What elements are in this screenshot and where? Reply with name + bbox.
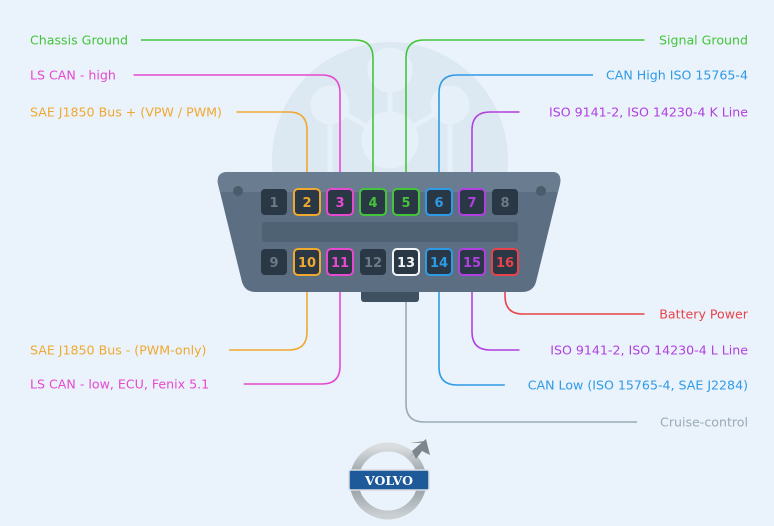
- pin-label-14: CAN Low (ISO 15765-4, SAE J2284): [528, 378, 748, 393]
- pin-number: 6: [434, 196, 443, 211]
- wire-pin-15: [471, 275, 520, 351]
- wire-pin-13: [405, 275, 638, 423]
- pin-number: 7: [467, 196, 476, 211]
- pin-label-5: Signal Ground: [659, 33, 748, 48]
- pin-15: 15: [458, 248, 486, 276]
- wire-pin-2: [236, 111, 308, 189]
- pin-1: 1: [261, 189, 287, 215]
- mount-hole: [233, 186, 243, 196]
- pin-number: 13: [397, 256, 415, 271]
- pin-number: 10: [298, 256, 316, 271]
- pin-9: 9: [261, 249, 287, 275]
- pin-label-3: LS CAN - high: [30, 68, 116, 83]
- wire-layer: [133, 39, 645, 423]
- pin-3: 3: [326, 188, 354, 216]
- pin-10: 10: [293, 248, 321, 276]
- brand-name: VOLVO: [364, 473, 413, 488]
- wire-pin-14: [438, 275, 505, 386]
- wire-pin-11: [243, 275, 341, 385]
- connector-channel: [262, 222, 518, 242]
- wire-pin-4: [140, 39, 374, 189]
- pin-number: 3: [335, 196, 344, 211]
- pin-number: 15: [463, 256, 481, 271]
- wire-pin-6: [438, 74, 593, 189]
- pin-label-6: CAN High ISO 15765-4: [606, 68, 748, 83]
- pin-label-7: ISO 9141-2, ISO 14230-4 K Line: [549, 105, 748, 120]
- mount-hole: [536, 186, 546, 196]
- pin-number: 8: [500, 196, 509, 211]
- pin-label-11: LS CAN - low, ECU, Fenix 5.1: [30, 377, 209, 392]
- pin-number: 4: [368, 196, 377, 211]
- pin-label-10: SAE J1850 Bus - (PWM-only): [30, 343, 206, 358]
- wire-pin-10: [229, 275, 308, 351]
- pin-number: 11: [331, 256, 349, 271]
- wire-pin-5: [405, 39, 645, 189]
- pin-number: 12: [364, 256, 382, 271]
- volvo-badge: [348, 469, 430, 491]
- pin-label-2: SAE J1850 Bus + (VPW / PWM): [30, 105, 222, 120]
- pin-number: 5: [401, 196, 410, 211]
- pin-number: 16: [496, 256, 514, 271]
- pin-16: 16: [491, 248, 519, 276]
- pin-8: 8: [492, 189, 518, 215]
- pin-4: 4: [359, 188, 387, 216]
- pin-14: 14: [425, 248, 453, 276]
- pin-label-16: Battery Power: [659, 307, 749, 322]
- pin-13: 13: [392, 248, 420, 276]
- pin-number: 2: [302, 196, 311, 211]
- pin-label-4: Chassis Ground: [30, 33, 128, 48]
- pin-number: 9: [269, 256, 278, 271]
- wire-pin-16: [504, 275, 645, 315]
- pin-5: 5: [392, 188, 420, 216]
- pin-12: 12: [360, 249, 386, 275]
- wire-pin-7: [471, 111, 520, 189]
- pin-label-15: ISO 9141-2, ISO 14230-4 L Line: [550, 343, 748, 358]
- wire-pin-3: [133, 74, 341, 189]
- pin-label-13: Cruise-control: [660, 415, 748, 430]
- pin-number: 1: [269, 196, 278, 211]
- pin-6: 6: [425, 188, 453, 216]
- pin-number: 14: [430, 256, 448, 271]
- pin-11: 11: [326, 248, 354, 276]
- pin-7: 7: [458, 188, 486, 216]
- arrow-icon: [412, 439, 430, 459]
- pin-2: 2: [293, 188, 321, 216]
- volvo-logo: VOLVO: [348, 439, 430, 520]
